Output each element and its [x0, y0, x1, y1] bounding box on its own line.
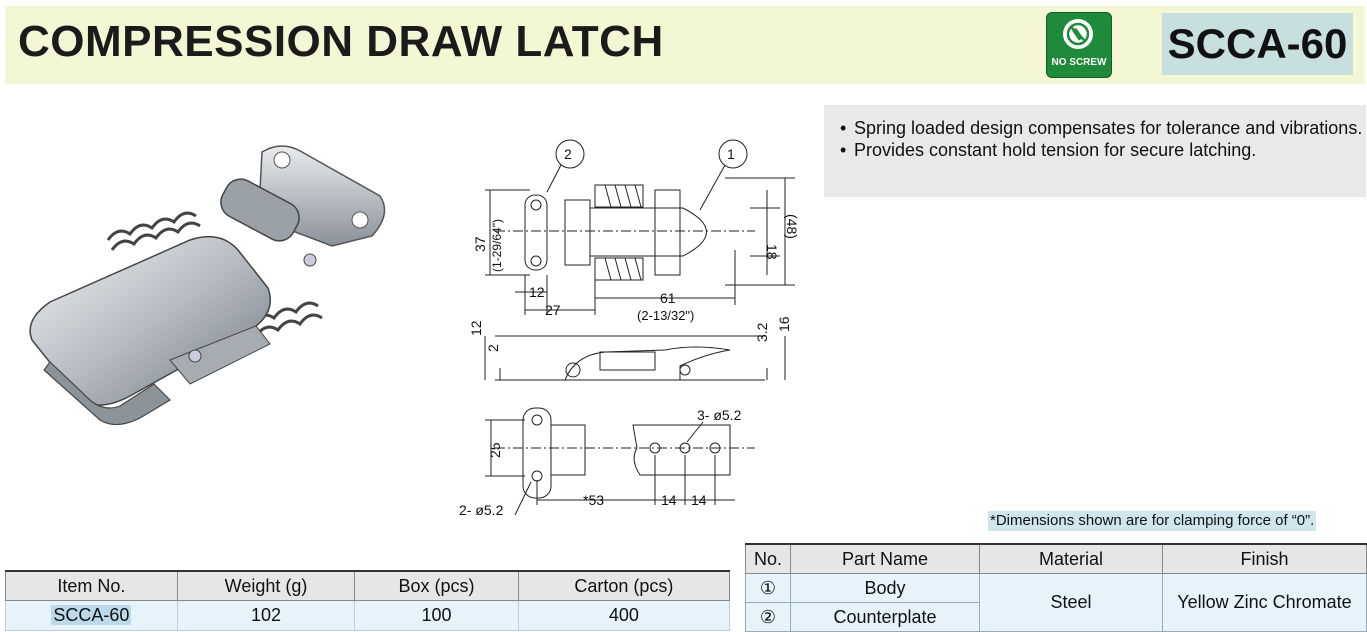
- dim-18: 18: [764, 244, 780, 260]
- dim-37-inch: (1-29/64"): [490, 219, 504, 272]
- no-screw-badge: NO SCREW: [1046, 12, 1112, 78]
- spec-box: 100: [354, 600, 519, 631]
- spec-weight: 102: [176, 600, 356, 631]
- dim-27: 27: [545, 302, 561, 318]
- badge-label: NO SCREW: [1051, 57, 1107, 68]
- dim-side-12: 12: [468, 320, 484, 336]
- dim-61-inch: (2-13/32"): [637, 308, 694, 323]
- dim-37: 37: [472, 236, 488, 252]
- part-material: Steel: [979, 573, 1163, 632]
- dim-2-holes: 2- ø5.2: [459, 502, 504, 518]
- dim-61: 61: [660, 290, 676, 306]
- dim-12: 12: [529, 284, 545, 300]
- spec-header-item: Item No.: [5, 570, 178, 601]
- technical-drawing: 2 1 37 (1-29/64") 18 (48) 12 27 61 (2-13…: [459, 139, 800, 518]
- parts-header-name: Part Name: [790, 543, 980, 574]
- dim-25: 25: [487, 442, 503, 458]
- callout-1: 1: [727, 146, 735, 162]
- dim-side-32: 3.2: [754, 322, 770, 342]
- spec-header-box: Box (pcs): [354, 570, 519, 601]
- features-box: Spring loaded design compensates for tol…: [824, 105, 1366, 197]
- spec-header-weight: Weight (g): [176, 570, 356, 601]
- part-no: ①: [745, 573, 791, 603]
- table-row: ① Body Steel Yellow Zinc Chromate: [745, 573, 1367, 632]
- dimension-note: *Dimensions shown are for clamping force…: [988, 511, 1317, 531]
- dim-side-16: 16: [776, 316, 792, 332]
- dim-3-holes: 3- ø5.2: [697, 407, 742, 423]
- feature-item: Provides constant hold tension for secur…: [840, 139, 1366, 161]
- model-number: SCCA-60: [1162, 13, 1353, 75]
- spec-item-no: SCCA-60: [5, 600, 178, 631]
- dim-14-a: 14: [661, 492, 677, 508]
- feature-item: Spring loaded design compensates for tol…: [840, 117, 1366, 139]
- parts-header-material: Material: [979, 543, 1163, 574]
- part-no: ②: [745, 602, 791, 632]
- part-name: Body: [790, 573, 980, 603]
- product-photo: [29, 145, 386, 426]
- no-screw-icon: [1063, 19, 1093, 49]
- spec-header-carton: Carton (pcs): [517, 570, 731, 601]
- table-row: SCCA-60 102 100 400: [5, 600, 731, 631]
- part-name: Counterplate: [790, 602, 980, 632]
- header-banner: [5, 6, 1365, 84]
- part-finish: Yellow Zinc Chromate: [1162, 573, 1367, 632]
- spec-table: Item No. Weight (g) Box (pcs) Carton (pc…: [5, 570, 731, 631]
- spec-carton: 400: [517, 600, 731, 631]
- dim-48: (48): [784, 214, 800, 239]
- page-title: COMPRESSION DRAW LATCH: [18, 17, 664, 66]
- dim-53: *53: [583, 492, 604, 508]
- dim-side-2: 2: [485, 344, 501, 352]
- parts-header-no: No.: [745, 543, 791, 574]
- dim-14-b: 14: [691, 492, 707, 508]
- callout-2: 2: [564, 146, 572, 162]
- parts-table: No. Part Name Material Finish ① Body Ste…: [745, 543, 1367, 632]
- parts-header-finish: Finish: [1162, 543, 1367, 574]
